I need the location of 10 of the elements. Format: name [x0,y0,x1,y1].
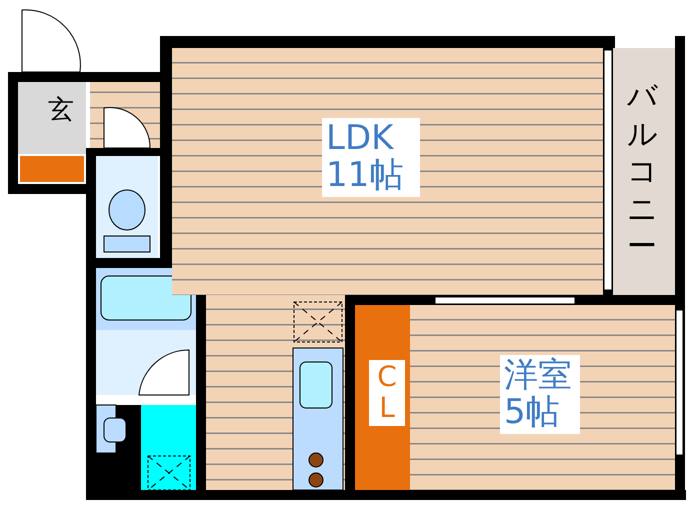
room-label: バルコニー [626,78,659,266]
entrance-area [18,82,86,154]
room-label: 洋室5帖 [500,355,580,434]
living-room [172,48,603,295]
bedroom [410,305,675,490]
balcony [613,48,675,295]
room-label: LDK 11帖 [322,118,420,197]
room-label: 玄 [47,94,75,127]
room-label: CL [369,360,405,426]
closet [355,305,410,490]
